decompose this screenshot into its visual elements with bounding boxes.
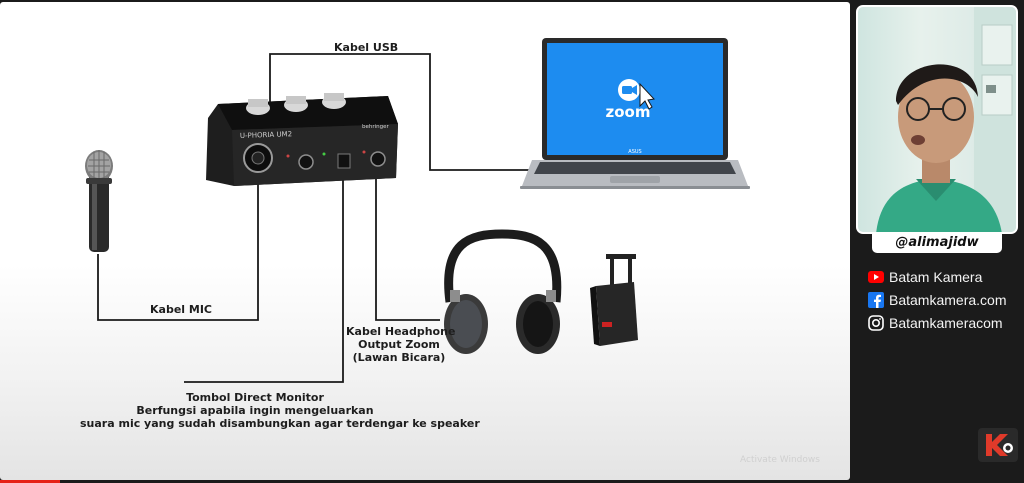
headphone-label-line-2: Output Zoom (358, 338, 440, 351)
speaker-illustration (590, 254, 638, 346)
headphone-label-line-3: (Lawan Bicara) (352, 351, 446, 364)
facebook-icon (868, 292, 884, 308)
headphones-illustration (444, 229, 562, 354)
usb-cable-line (269, 53, 530, 171)
headphone-cable-label: Kabel Headphone Output Zoom (Lawan Bicar… (346, 325, 456, 364)
social-youtube: Batam Kamera (868, 268, 982, 286)
youtube-icon (868, 271, 884, 283)
presenter-handle: @alimajidw (872, 233, 1002, 253)
instagram-icon (868, 315, 884, 331)
activation-watermark: Activate Windows (740, 455, 820, 465)
instagram-label: Batamkameracom (889, 315, 1003, 331)
microphone-illustration (85, 150, 113, 252)
facebook-label: Batamkamera.com (889, 292, 1007, 308)
direct-monitor-line (184, 174, 344, 383)
direct-monitor-label: Tombol Direct Monitor Berfungsi apabila … (80, 391, 480, 430)
headphone-cable-line (375, 162, 440, 321)
mic-cable-label: Kabel MIC (150, 303, 212, 316)
direct-monitor-line-2: Berfungsi apabila ingin mengeluarkan (136, 404, 374, 417)
mic-cable-line (97, 160, 259, 321)
youtube-label: Batam Kamera (889, 269, 983, 285)
interface-brand-text: behringer (362, 124, 390, 130)
connection-lines (97, 53, 530, 383)
presenter-webcam (856, 5, 1018, 234)
presenter-photo (876, 7, 1016, 232)
direct-monitor-line-1: Tombol Direct Monitor (186, 391, 324, 404)
social-facebook: Batamkamera.com (868, 291, 1006, 309)
usb-cable-label: Kabel USB (334, 41, 399, 54)
diagram-slide: U-PHORIA UM2 behringer zoom ASUS (0, 2, 850, 480)
diagram-canvas: U-PHORIA UM2 behringer zoom ASUS (85, 38, 750, 383)
direct-monitor-line-3: suara mic yang sudah disambungkan agar t… (80, 417, 480, 430)
social-instagram: Batamkameracom (868, 314, 1003, 332)
interface-model-text: U-PHORIA UM2 (240, 130, 292, 140)
channel-logo-icon (978, 428, 1018, 462)
video-progress-bar[interactable] (0, 480, 60, 483)
audio-interface-illustration (206, 93, 398, 186)
zoom-logo-text: zoom (606, 103, 651, 121)
laptop-brand-text: ASUS (628, 149, 641, 155)
headphone-label-line-1: Kabel Headphone (346, 325, 456, 338)
laptop-illustration (520, 38, 750, 189)
